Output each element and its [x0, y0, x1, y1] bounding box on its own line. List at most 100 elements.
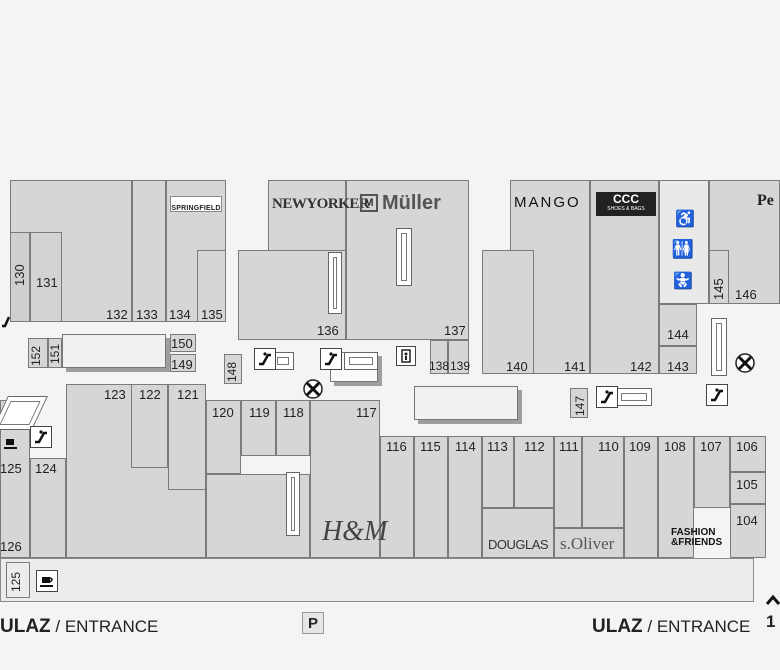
store-unit-138[interactable]	[430, 340, 448, 374]
store-number-118: 118	[283, 405, 304, 420]
store-unit-117[interactable]	[310, 400, 380, 558]
store-number-110: 110	[598, 439, 619, 454]
mango-logo: MANGO	[514, 194, 581, 211]
store-unit-149[interactable]	[170, 354, 196, 372]
store-unit-108[interactable]	[658, 436, 694, 558]
bottom-corridor-strip	[0, 558, 754, 602]
escalator-icon-5	[30, 426, 52, 448]
escalator-icon-2	[320, 348, 342, 370]
entrance-left-label: ULAZ / ENTRANCE	[0, 616, 159, 637]
store-unit-139[interactable]	[448, 340, 469, 374]
store-unit-133[interactable]	[132, 180, 166, 322]
escalator-icon-edge	[0, 310, 12, 332]
store-number-137: 137	[444, 323, 466, 338]
douglas-logo: DOUGLAS	[488, 537, 549, 552]
atm-icon	[302, 378, 324, 400]
store-number-146: 146	[735, 287, 757, 302]
store-number-125: 125	[0, 461, 22, 476]
restroom-icon: 🚻	[671, 238, 695, 259]
newyorker-logo: NEWYORKER	[272, 196, 370, 212]
store-unit-151[interactable]	[48, 338, 62, 368]
hm-logo: H&M	[322, 516, 388, 547]
store-number-125-bottom: 125	[9, 571, 23, 592]
store-number-124: 124	[35, 461, 57, 476]
store-unit-124[interactable]	[30, 458, 66, 558]
store-unit-145[interactable]	[709, 250, 729, 304]
store-unit-106[interactable]	[730, 436, 766, 472]
store-number-139: 139	[450, 359, 471, 373]
coffee-icon	[36, 570, 58, 592]
store-unit-131[interactable]	[30, 232, 62, 322]
coffee-icon-2	[0, 432, 22, 454]
store-number-120: 120	[212, 405, 234, 420]
atm-icon-2	[734, 352, 756, 374]
store-unit-122[interactable]	[131, 384, 168, 468]
store-unit-111[interactable]	[554, 436, 582, 528]
store-unit-soliver[interactable]	[554, 528, 624, 558]
store-unit-125-bottom[interactable]	[6, 562, 30, 598]
store-unit-110[interactable]	[582, 436, 624, 528]
store-number-108: 108	[664, 439, 686, 454]
store-unit-135[interactable]	[197, 250, 226, 322]
store-number-105: 105	[736, 477, 758, 492]
entrance-right-label: ULAZ / ENTRANCE	[592, 616, 751, 637]
store-unit-140[interactable]	[482, 250, 534, 374]
store-number-126: 126	[0, 539, 22, 554]
kiosk-left	[62, 334, 166, 368]
store-number-131: 131	[36, 275, 58, 290]
store-number-132: 132	[106, 307, 128, 322]
soliver-logo: s.Oliver	[560, 534, 615, 553]
store-number-147: 147	[573, 395, 587, 416]
store-unit-143[interactable]	[659, 346, 697, 374]
store-unit-107[interactable]	[694, 436, 730, 508]
escalator-icon	[254, 348, 276, 370]
store-unit-114[interactable]	[448, 436, 482, 558]
store-number-135: 135	[201, 307, 223, 322]
store-unit-150[interactable]	[170, 334, 196, 352]
escalator-right	[711, 318, 727, 376]
store-number-117: 117	[356, 405, 377, 420]
pe-logo: Pe	[757, 192, 774, 209]
fashion-friends-logo: FASHION &FRIENDS	[671, 527, 723, 548]
ccc-logo: CCC SHOES & BAGS	[596, 192, 656, 216]
store-unit-112[interactable]	[514, 436, 554, 508]
store-number-114: 114	[455, 439, 476, 454]
store-number-121: 121	[177, 387, 199, 402]
store-number-152: 152	[29, 345, 43, 366]
edge-direction-marker: 1	[765, 594, 780, 634]
store-unit-147[interactable]	[570, 388, 588, 418]
store-unit-109[interactable]	[624, 436, 658, 558]
store-number-112: 112	[524, 439, 545, 454]
store-unit-130[interactable]	[10, 232, 30, 322]
muller-logo: Müller	[382, 192, 441, 214]
store-unit-118[interactable]	[276, 400, 310, 456]
accessible-icon: ♿	[675, 211, 695, 228]
store-number-149: 149	[171, 357, 193, 372]
service-area	[659, 180, 709, 304]
store-number-109: 109	[629, 439, 651, 454]
store-number-141: 141	[564, 359, 586, 374]
store-unit-116[interactable]	[380, 436, 414, 558]
store-unit-105[interactable]	[730, 472, 766, 504]
store-unit-115[interactable]	[414, 436, 448, 558]
store-number-138: 138	[429, 359, 450, 373]
store-number-148: 148	[225, 361, 239, 382]
store-number-133: 133	[136, 307, 158, 322]
store-number-106: 106	[736, 439, 758, 454]
store-unit-121[interactable]	[168, 384, 206, 490]
store-unit-148[interactable]	[224, 354, 242, 384]
store-number-104: 104	[736, 513, 758, 528]
kiosk-center	[414, 386, 518, 420]
store-number-144: 144	[667, 327, 689, 342]
store-number-140: 140	[506, 359, 528, 374]
elevator-icon	[396, 346, 416, 366]
store-number-143: 143	[667, 359, 689, 374]
store-number-130: 130	[12, 264, 27, 286]
store-unit-douglas[interactable]	[482, 508, 554, 558]
store-unit-144[interactable]	[659, 304, 697, 346]
arrow-up-icon	[765, 594, 780, 605]
store-unit-152[interactable]	[28, 338, 48, 368]
store-unit-113[interactable]	[482, 436, 514, 508]
store-unit-104[interactable]	[730, 504, 766, 558]
